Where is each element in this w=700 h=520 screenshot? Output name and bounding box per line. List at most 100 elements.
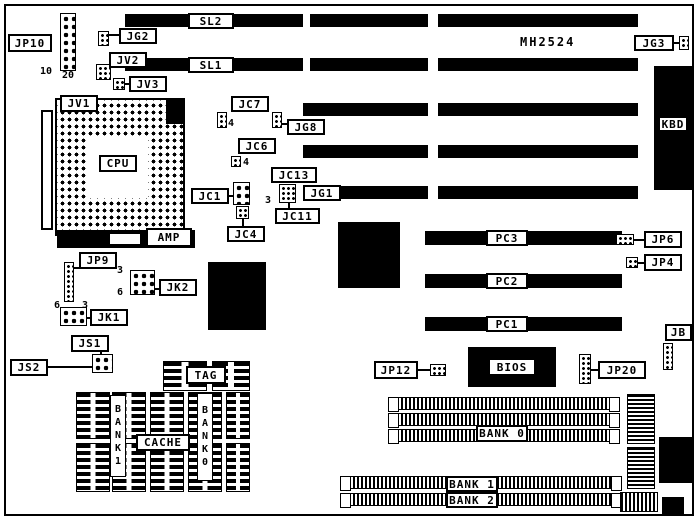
jk2-pin-6: 6 bbox=[117, 287, 124, 298]
memory-buffer-chip bbox=[627, 394, 655, 444]
corner-component bbox=[662, 497, 684, 514]
simm-socket bbox=[388, 397, 620, 412]
cache-sram-chip bbox=[150, 392, 184, 439]
label-tag: TAG bbox=[186, 366, 226, 384]
label-jv2: JV2 bbox=[109, 52, 147, 68]
leader-line bbox=[634, 239, 644, 241]
expansion-slot bbox=[438, 14, 638, 27]
label-jp12: JP12 bbox=[374, 361, 418, 379]
label-jk2: JK2 bbox=[159, 279, 197, 296]
jk1-header bbox=[60, 307, 87, 326]
leader-line bbox=[155, 288, 159, 290]
jp10-header bbox=[60, 13, 76, 71]
jv2-header bbox=[96, 64, 111, 80]
jc6-pin-4: 4 bbox=[243, 157, 250, 168]
jg2-header bbox=[98, 31, 109, 46]
expansion-slot bbox=[438, 186, 638, 199]
expansion-slot bbox=[303, 145, 428, 158]
label-kbd: KBD bbox=[658, 116, 688, 132]
label-jp9: JP9 bbox=[79, 252, 117, 269]
label-jc1: JC1 bbox=[191, 188, 229, 204]
label-bank1: BANK 1 bbox=[446, 476, 498, 492]
label-jb: JB bbox=[665, 324, 692, 341]
jp20-header bbox=[579, 354, 591, 384]
label-pc3: PC3 bbox=[486, 230, 528, 246]
jk1-pin-3: 3 bbox=[82, 300, 89, 311]
jc7-header bbox=[217, 112, 227, 128]
cache-sram-chip bbox=[150, 443, 184, 492]
label-cache-bank0: BANK0 bbox=[197, 393, 213, 481]
expansion-slot bbox=[438, 58, 638, 71]
label-cpu: CPU bbox=[99, 155, 137, 172]
chipset-ic bbox=[338, 222, 400, 288]
cache-sram-chip bbox=[76, 443, 110, 492]
leader-line bbox=[87, 317, 91, 319]
jc6-header bbox=[231, 156, 241, 167]
board-outline bbox=[4, 4, 694, 516]
label-jc13: JC13 bbox=[271, 167, 317, 183]
leader-line bbox=[591, 369, 598, 371]
jk1-pin-6: 6 bbox=[54, 300, 61, 311]
label-cache: CACHE bbox=[136, 434, 190, 451]
socket-key-block bbox=[166, 98, 185, 124]
label-jv3: JV3 bbox=[129, 76, 167, 92]
expansion-slot bbox=[310, 58, 428, 71]
jb-header bbox=[663, 343, 673, 370]
expansion-slot bbox=[303, 103, 428, 116]
label-bios: BIOS bbox=[488, 358, 536, 376]
amp-window bbox=[110, 234, 140, 244]
label-jc4: JC4 bbox=[227, 226, 265, 242]
cache-sram-chip bbox=[226, 392, 250, 439]
expansion-slot bbox=[438, 103, 638, 116]
leader-line bbox=[674, 42, 679, 44]
jp6-header bbox=[616, 234, 634, 245]
label-amp: AMP bbox=[146, 228, 192, 247]
jp10-pin-10: 10 bbox=[40, 66, 53, 77]
leader-line bbox=[48, 366, 92, 368]
jp12-header bbox=[430, 364, 446, 376]
label-jc11: JC11 bbox=[275, 208, 320, 224]
oscillator-chip bbox=[620, 492, 658, 512]
label-js2: JS2 bbox=[10, 359, 48, 376]
jc13-header bbox=[279, 184, 296, 203]
label-bank0: BANK 0 bbox=[476, 425, 528, 442]
label-jp10: JP10 bbox=[8, 34, 52, 52]
label-jp6: JP6 bbox=[644, 231, 682, 248]
label-jc6: JC6 bbox=[238, 138, 276, 154]
jk2-header bbox=[130, 270, 155, 295]
label-jg2: JG2 bbox=[119, 28, 157, 44]
leader-line bbox=[229, 195, 233, 197]
memory-buffer-chip bbox=[627, 447, 655, 489]
cache-sram-chip bbox=[76, 392, 110, 439]
jp10-pin-20: 20 bbox=[62, 70, 75, 81]
jp4-header bbox=[626, 257, 638, 268]
leader-line bbox=[125, 83, 129, 85]
cache-sram-chip bbox=[226, 443, 250, 492]
expansion-slot bbox=[438, 145, 638, 158]
chipset-ic bbox=[208, 262, 266, 330]
leader-line bbox=[638, 262, 644, 264]
jk2-pin-3: 3 bbox=[117, 265, 124, 276]
label-bank2: BANK 2 bbox=[446, 492, 498, 508]
board-model: MH2524 bbox=[520, 35, 576, 49]
expansion-slot bbox=[310, 14, 428, 27]
jg8-header bbox=[272, 112, 282, 128]
js-header bbox=[92, 354, 113, 373]
label-sl2: SL2 bbox=[188, 13, 234, 29]
label-jv1: JV1 bbox=[60, 95, 98, 112]
label-pc1: PC1 bbox=[486, 316, 528, 332]
jv3-header bbox=[113, 78, 125, 90]
label-jc7: JC7 bbox=[231, 96, 269, 112]
label-jp20: JP20 bbox=[598, 361, 646, 379]
leader-line bbox=[288, 203, 290, 208]
leader-line bbox=[242, 219, 244, 226]
leader-line bbox=[282, 123, 287, 125]
leader-line bbox=[100, 352, 102, 355]
label-jg8: JG8 bbox=[287, 119, 325, 135]
label-jp4: JP4 bbox=[644, 254, 682, 271]
label-sl1: SL1 bbox=[188, 57, 234, 73]
leader-line bbox=[74, 267, 79, 269]
label-cache-bank1: BANK1 bbox=[110, 395, 126, 477]
jc7-pin-4: 4 bbox=[228, 118, 235, 129]
leader-line bbox=[418, 369, 430, 371]
